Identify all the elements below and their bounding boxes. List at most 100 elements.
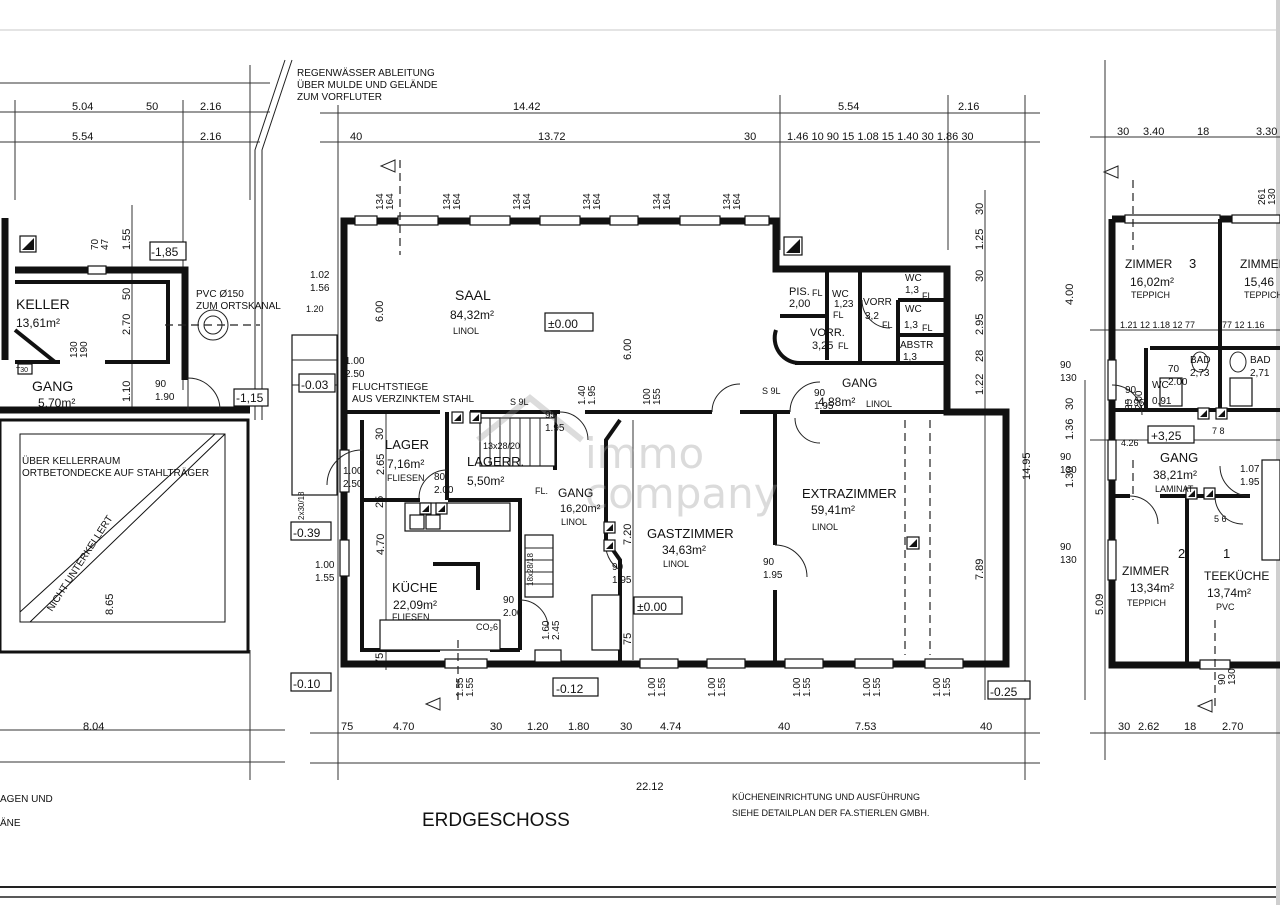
dimension-text: 1.55 — [942, 677, 953, 697]
left-building-walls — [0, 218, 269, 654]
room-floor: LINOL — [663, 559, 689, 569]
watermark-text: immo — [585, 429, 704, 478]
room-floor: FL — [882, 320, 893, 330]
dimension-text: 1.22 — [974, 374, 986, 395]
dimension-text: 164 — [522, 193, 533, 210]
dimension-text: 1.20 — [527, 721, 548, 733]
dimension-text: 5.54 — [72, 131, 93, 143]
dimension-text: 1.55 — [717, 677, 728, 697]
room-area: 5,70m² — [38, 396, 75, 410]
dimension-text: 30 — [374, 428, 386, 440]
dimension-text: 18 — [1197, 126, 1209, 138]
dimension-text: 90 — [1125, 385, 1137, 396]
dimension-text: 261 — [1257, 188, 1268, 205]
room-floor: PVC — [1216, 602, 1235, 612]
dimension-text: 30 — [1118, 721, 1130, 733]
dimension-text: 2.65 — [375, 454, 387, 475]
dimension-text: 130 — [1060, 373, 1077, 384]
chimney-icon — [1197, 407, 1210, 420]
dimension-text: 1.55 — [121, 229, 133, 250]
dimension-text: 1.00 — [343, 466, 363, 477]
room-name: TEEKÜCHE — [1204, 569, 1269, 583]
dimension-text: 1.00 — [345, 356, 365, 367]
dimension-text: 95 — [545, 410, 557, 421]
dimension-text: 1.95 — [587, 385, 598, 405]
room-name: ABSTR — [900, 340, 933, 351]
room-number: 1 — [1223, 546, 1230, 561]
dimension-text: 4.70 — [375, 534, 387, 555]
room-name: EXTRAZIMMER — [802, 486, 897, 501]
dimension-text: 134 — [652, 193, 663, 210]
door-swings — [326, 299, 891, 629]
dimension-text: 90 — [155, 379, 167, 390]
dimension-text: 1.02 — [310, 270, 330, 281]
dimension-text: 1.60 — [541, 620, 552, 640]
dimension-text: 7.89 — [974, 559, 986, 580]
room-area: 3,2 — [865, 311, 879, 322]
dimension-text: 1.00 — [792, 677, 803, 697]
dimension-text: 2.16 — [200, 131, 221, 143]
stairs — [291, 334, 562, 663]
dimension-text: 22.12 — [636, 781, 664, 793]
room-floor: LINOL — [866, 399, 892, 409]
note-text: S 9L — [510, 397, 529, 407]
room-name: LAGERR. — [467, 454, 524, 469]
dimension-text: 100 — [642, 388, 653, 405]
dimension-text: 77 12 1.16 — [1222, 320, 1265, 330]
dimension-text: 4.00 — [1064, 284, 1076, 305]
room-floor: FL. — [535, 486, 548, 496]
dimension-text: 1.55 — [657, 677, 668, 697]
dimension-text: 5.09 — [1094, 594, 1106, 615]
dimension-text: 80 — [434, 472, 446, 483]
kitchen-furniture — [379, 502, 621, 651]
chimney-icon — [435, 502, 448, 515]
room-area: 22,09m² — [393, 598, 437, 612]
room-name: WC — [905, 273, 922, 284]
room-area: 13,34m² — [1130, 581, 1174, 595]
dimension-text: 47 — [100, 238, 111, 250]
chimney-icon — [906, 536, 920, 550]
dimension-text: 1.95 — [1240, 477, 1260, 488]
note-text: KÜCHENEINRICHTUNG UND AUSFÜHRUNG — [732, 792, 920, 802]
dimension-text: 1.95 — [1125, 398, 1145, 409]
room-name: WC — [832, 289, 849, 300]
dimension-text: 50 — [121, 288, 133, 300]
dimension-text: 6.00 — [622, 339, 634, 360]
dimension-text: 2.62 — [1138, 721, 1159, 733]
dimension-text: 1.55 — [872, 677, 883, 697]
dimension-text: 1.46 10 90 15 1.08 15 1.40 30 1.86 30 — [787, 131, 974, 143]
room-area: 0,91 — [1152, 396, 1172, 407]
room-area: 34,63m² — [662, 543, 706, 557]
level-marker: -0.10 — [293, 677, 321, 691]
dimension-text: 85 — [1124, 398, 1135, 410]
dimension-text: 90 — [814, 388, 826, 399]
dimension-text: 130 — [1060, 555, 1077, 566]
room-name: SAAL — [455, 287, 491, 303]
room-floor: TEPPICH — [1127, 598, 1166, 608]
ground-windows — [339, 449, 964, 669]
note-text: ÜBER KELLERRAUM — [22, 455, 120, 467]
dimension-text: 2.70 — [121, 314, 133, 335]
dimension-text: 2.70 — [1222, 721, 1243, 733]
dimension-text: 40 — [350, 131, 362, 143]
dimension-text: 1.00 — [707, 677, 718, 697]
dimension-text: 1.00 — [932, 677, 943, 697]
dimension-text: 1.36 — [1064, 419, 1076, 440]
note-text: ORTBETONDECKE AUF STAHLTRÄGER — [22, 467, 209, 479]
dimension-text: 2.00 — [1168, 377, 1188, 388]
room-area: 1,3 — [905, 285, 919, 296]
dimension-text: 1.21 12 1.18 12 77 — [1120, 320, 1195, 330]
dimension-text: 90 — [763, 557, 775, 568]
dimension-lines — [0, 60, 1280, 780]
level-marker: -1,15 — [236, 391, 264, 405]
dimension-text: 1.95 — [545, 423, 565, 434]
dimension-text: 1.30 — [1064, 467, 1076, 488]
dimension-text: 2.00 — [1134, 390, 1145, 410]
note-text: AGEN UND — [0, 794, 53, 805]
room-area: 5,50m² — [467, 474, 504, 488]
room-name: WC — [905, 304, 922, 315]
dimension-text: 5.04 — [72, 101, 93, 113]
dimension-text: 30 — [1117, 126, 1129, 138]
dimension-text: 2.50 — [343, 479, 363, 490]
